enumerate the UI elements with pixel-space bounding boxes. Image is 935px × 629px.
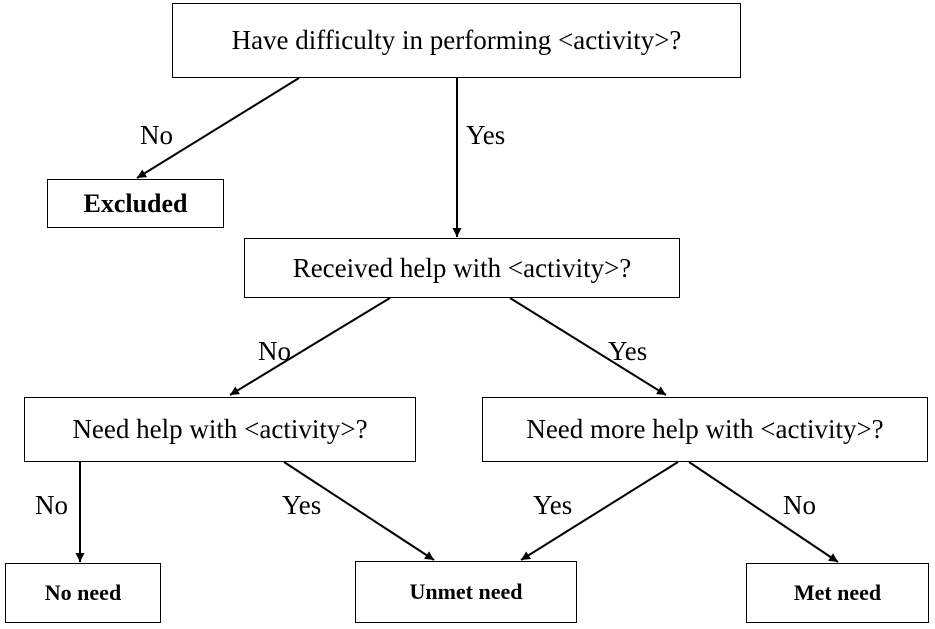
edge-need-yes: [283, 461, 435, 561]
edge-more-no: [688, 461, 839, 563]
edge-more-yes: [520, 461, 679, 561]
edge-received-no: [229, 297, 391, 396]
node-no-need: No need: [5, 563, 161, 623]
label-received-no: No: [258, 336, 291, 366]
label-difficulty-yes: Yes: [466, 120, 506, 150]
label-more-no: No: [783, 490, 816, 520]
label-need-no: No: [35, 490, 68, 520]
node-met-need: Met need: [746, 563, 929, 623]
label-difficulty-no: No: [140, 120, 173, 150]
node-difficulty: Have difficulty in performing <activity>…: [172, 3, 741, 78]
label-received-yes: Yes: [608, 336, 648, 366]
edge-received-yes: [509, 297, 667, 396]
node-received-help: Received help with <activity>?: [244, 238, 680, 298]
node-need-help: Need help with <activity>?: [24, 397, 416, 462]
edge-difficulty-no: [136, 77, 300, 179]
node-unmet-need: Unmet need: [355, 561, 577, 623]
node-excluded: Excluded: [47, 179, 224, 228]
node-need-more-help: Need more help with <activity>?: [482, 397, 928, 462]
label-more-yes: Yes: [533, 490, 573, 520]
label-need-yes: Yes: [282, 490, 322, 520]
